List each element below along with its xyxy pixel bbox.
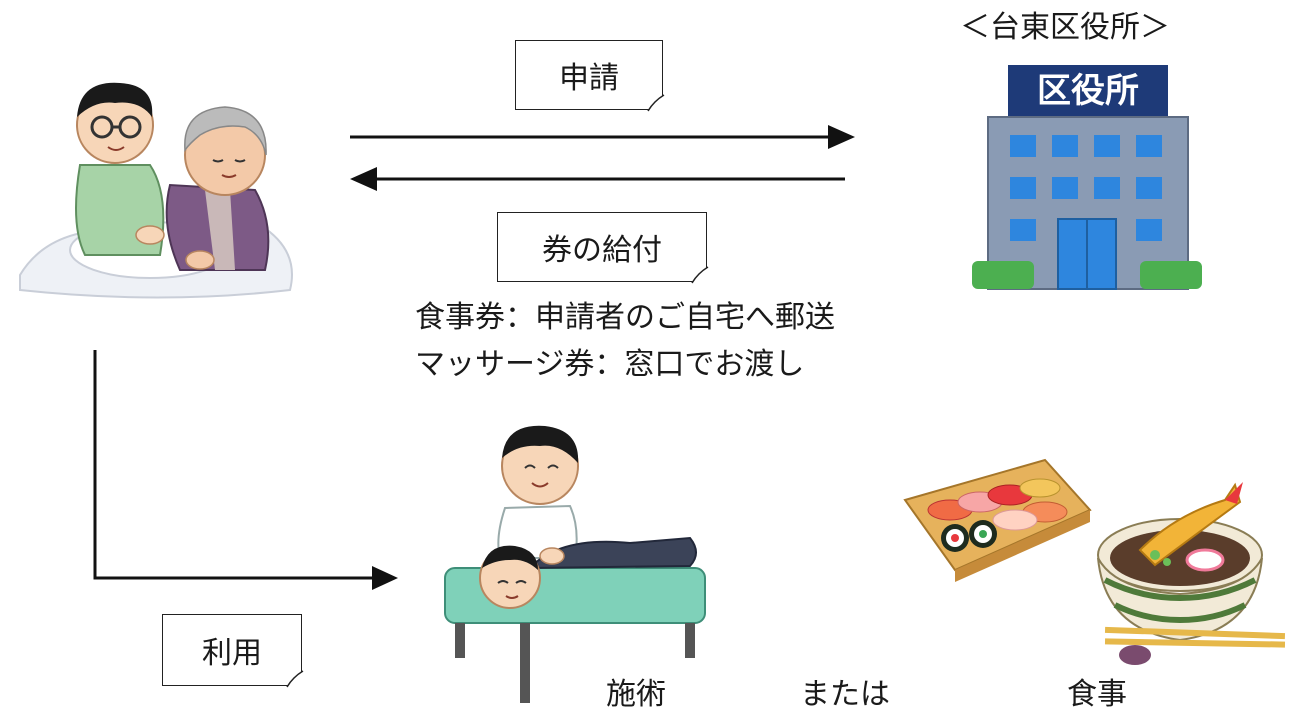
note-fold-icon — [691, 266, 709, 284]
city-office-building-illustration: 区役所 — [972, 65, 1202, 290]
label-treatment: 施術 — [606, 677, 666, 712]
arrow-use — [93, 350, 398, 590]
caregiver-elderly-illustration — [19, 82, 293, 299]
note-use: 利用 — [162, 614, 304, 688]
delivery-meal-ticket: 食事券：申請者のご自宅へ郵送 — [415, 300, 835, 335]
note-issue: 券の給付 — [497, 212, 709, 284]
massage-illustration — [444, 425, 706, 703]
label-or: または — [800, 677, 890, 712]
label-meal: 食事 — [1067, 677, 1127, 712]
office-title: ＜台東区役所＞ — [960, 10, 1170, 45]
note-use-label: 利用 — [202, 636, 262, 671]
note-fold-icon — [647, 94, 665, 112]
note-apply-label: 申請 — [559, 61, 619, 96]
tempura-soba-illustration — [1097, 482, 1286, 665]
note-fold-icon — [286, 670, 304, 688]
arrow-apply — [350, 125, 855, 149]
sushi-illustration — [903, 458, 1092, 582]
delivery-massage-ticket: マッサージ券：窓口でお渡し — [415, 347, 805, 382]
note-issue-label: 券の給付 — [542, 233, 662, 268]
arrow-issue — [350, 167, 845, 191]
note-apply: 申請 — [515, 40, 665, 112]
office-sign-text: 区役所 — [1037, 71, 1139, 111]
